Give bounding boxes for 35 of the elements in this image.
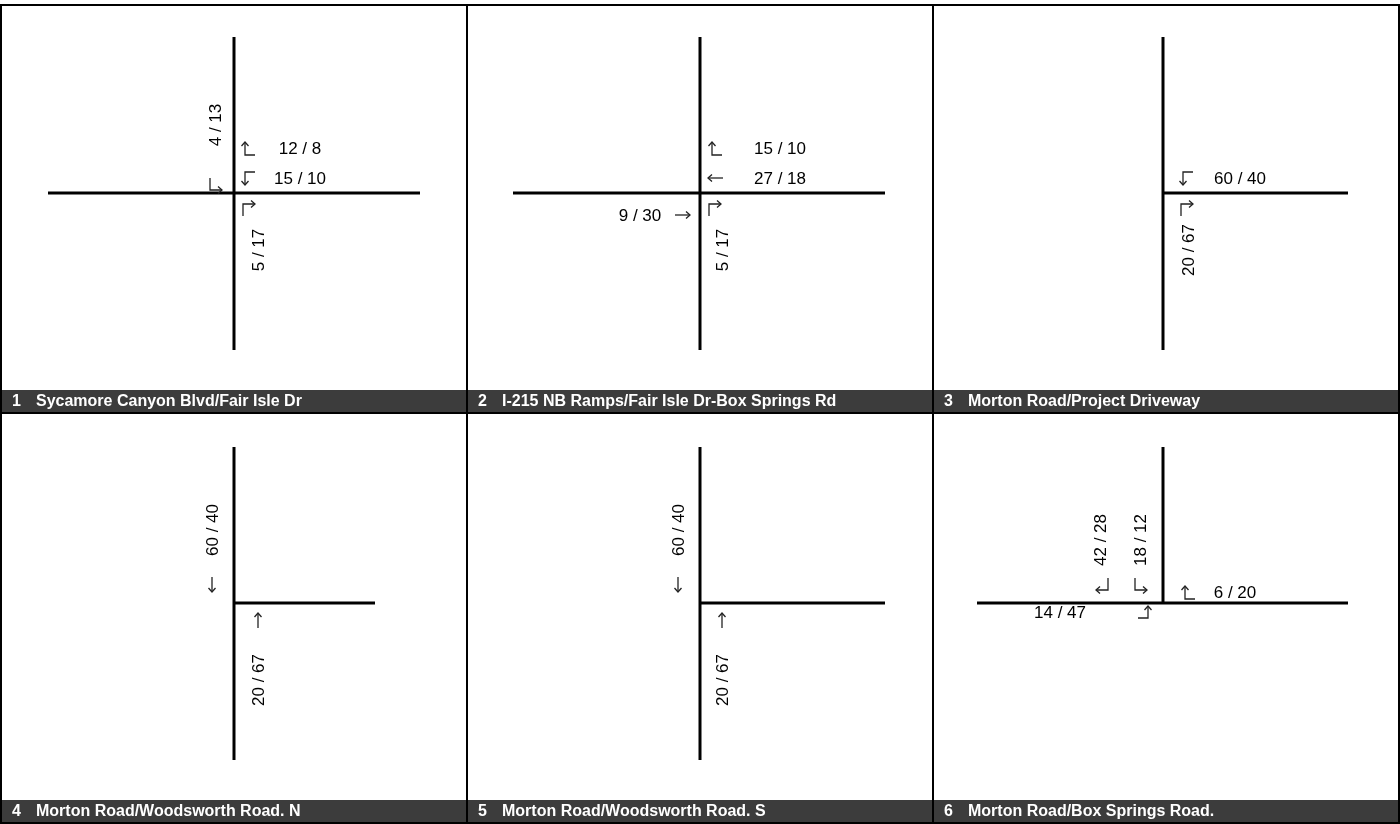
intersection-name: Morton Road/Woodsworth Road. S xyxy=(502,802,766,820)
volume-label: 60 / 40 xyxy=(1214,169,1266,187)
volume-label: 14 / 47 xyxy=(1034,603,1086,621)
volume-label: 20 / 67 xyxy=(1179,224,1197,276)
volume-label: 42 / 28 xyxy=(1091,514,1109,566)
volume-label: 9 / 30 xyxy=(618,206,662,224)
volume-label: 4 / 13 xyxy=(206,103,224,147)
volume-label: 60 / 40 xyxy=(203,504,221,556)
volume-label: 27 / 18 xyxy=(754,169,806,187)
volume-label: 15 / 10 xyxy=(754,139,806,157)
volume-label: 60 / 40 xyxy=(669,504,687,556)
volume-label: 20 / 67 xyxy=(713,654,731,706)
panel-number: 6 xyxy=(944,802,954,820)
intersection-panel xyxy=(0,412,468,824)
intersection-name: Sycamore Canyon Blvd/Fair Isle Dr xyxy=(36,392,302,410)
volume-label: 5 / 17 xyxy=(713,228,731,272)
panel-number: 2 xyxy=(478,392,488,410)
panel-number: 1 xyxy=(12,392,22,410)
intersection-panel xyxy=(932,412,1400,824)
panel-number: 4 xyxy=(12,802,22,820)
intersection-name: I-215 NB Ramps/Fair Isle Dr-Box Springs Rd xyxy=(502,392,837,410)
intersection-panel xyxy=(932,4,1400,414)
intersection-name: Morton Road/Box Springs Road. xyxy=(968,802,1215,820)
volume-label: 5 / 17 xyxy=(249,228,267,272)
panel-number: 3 xyxy=(944,392,954,410)
volume-label: 18 / 12 xyxy=(1131,514,1149,566)
volume-label: 12 / 8 xyxy=(278,139,322,157)
volume-label: 20 / 67 xyxy=(249,654,267,706)
volume-label: 15 / 10 xyxy=(274,169,326,187)
intersection-name: Morton Road/Woodsworth Road. N xyxy=(36,802,301,820)
intersection-name: Morton Road/Project Driveway xyxy=(968,392,1201,410)
intersection-panel xyxy=(466,4,934,414)
volume-label: 6 / 20 xyxy=(1213,583,1257,601)
panel-number: 5 xyxy=(478,802,488,820)
intersection-panel xyxy=(0,4,468,414)
